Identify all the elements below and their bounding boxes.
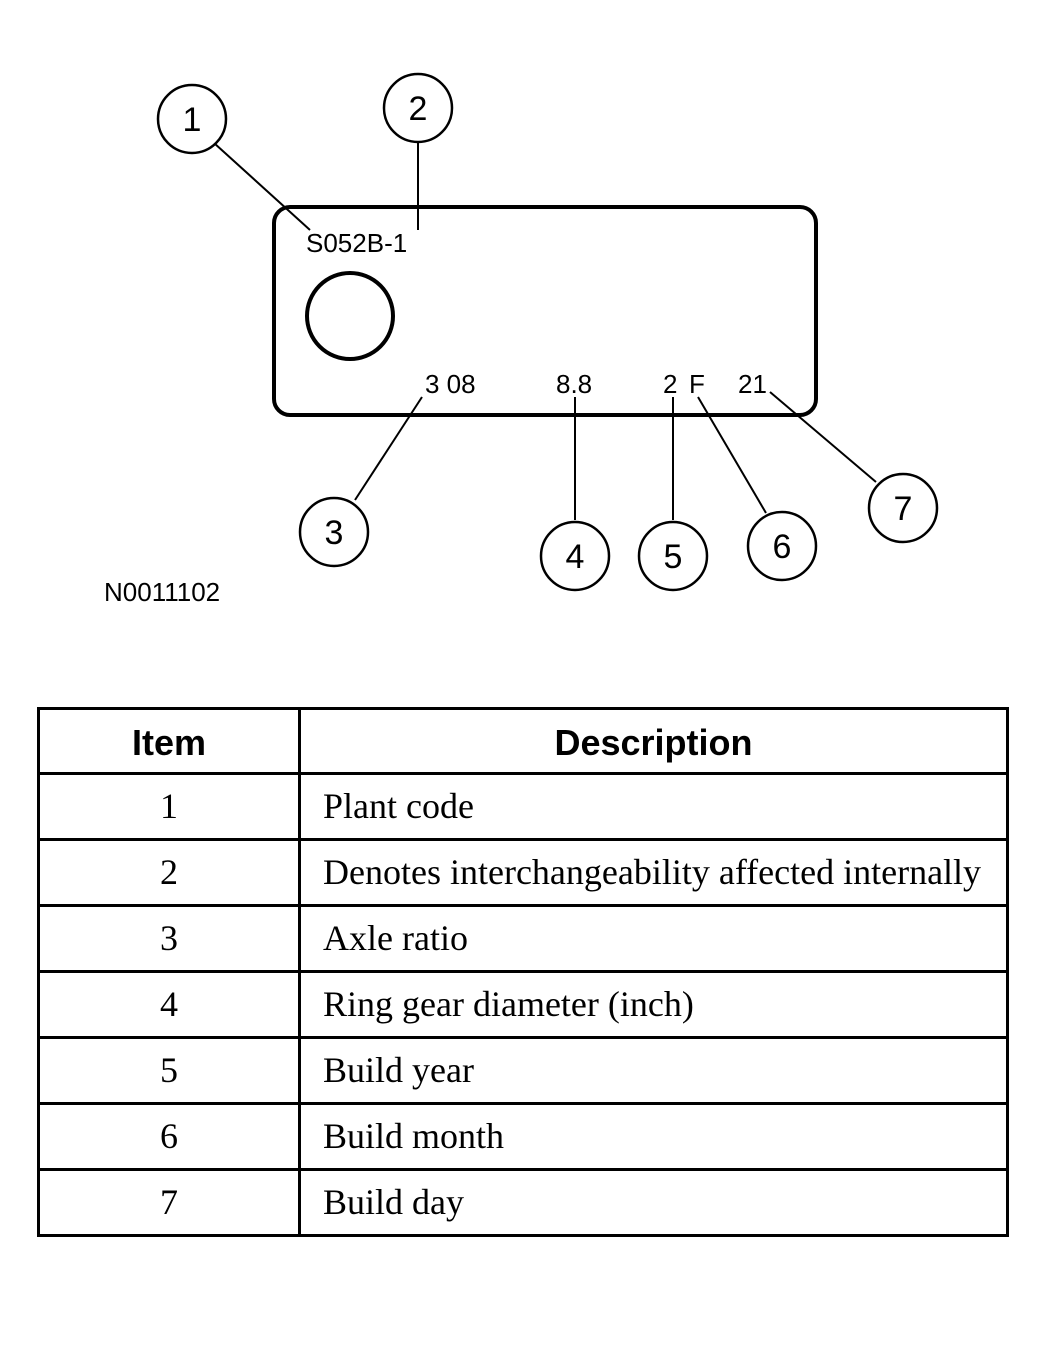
item-description: Build day bbox=[298, 1168, 1009, 1237]
tag-ratio-text: 3 08 bbox=[425, 369, 476, 399]
header-item: Item bbox=[37, 707, 301, 775]
table-row: 3 Axle ratio bbox=[37, 904, 1009, 973]
callout-3-label: 3 bbox=[325, 514, 344, 552]
callout-5: 5 bbox=[637, 520, 709, 592]
callout-7: 7 bbox=[867, 472, 939, 544]
callout-2: 2 bbox=[382, 72, 454, 144]
item-description: Build month bbox=[298, 1102, 1009, 1171]
leader-lines bbox=[213, 142, 877, 520]
table-header-row: Item Description bbox=[37, 707, 1009, 775]
table-row: 7 Build day bbox=[37, 1168, 1009, 1237]
tag-mounting-hole bbox=[305, 271, 395, 361]
callout-1-label: 1 bbox=[183, 101, 202, 139]
leader-line-6 bbox=[697, 396, 767, 514]
callout-6-label: 6 bbox=[773, 528, 792, 566]
callout-7-label: 7 bbox=[894, 490, 913, 528]
item-number: 5 bbox=[37, 1036, 301, 1105]
item-number: 3 bbox=[37, 904, 301, 973]
tag-code-text: S052B-1 bbox=[306, 228, 407, 258]
item-description: Ring gear diameter (inch) bbox=[298, 970, 1009, 1039]
tag-year-text: 2 bbox=[663, 369, 677, 399]
leader-line-1 bbox=[213, 142, 311, 231]
tag-month-text: F bbox=[689, 369, 705, 399]
item-number: 7 bbox=[37, 1168, 301, 1237]
table-row: 5 Build year bbox=[37, 1036, 1009, 1105]
tag-day-text: 21 bbox=[738, 369, 767, 399]
axle-tag-diagram: S052B-1 3 08 8.8 2 F 21 1 2 3 4 5 6 7 bbox=[104, 72, 939, 607]
item-description: Plant code bbox=[298, 772, 1009, 841]
callout-4-label: 4 bbox=[566, 538, 585, 576]
leader-line-7 bbox=[769, 391, 877, 483]
header-description: Description bbox=[298, 707, 1009, 775]
item-number: 2 bbox=[37, 838, 301, 907]
figure-id: N0011102 bbox=[104, 577, 220, 607]
callout-4: 4 bbox=[539, 520, 611, 592]
item-number: 6 bbox=[37, 1102, 301, 1171]
table-row: 2 Denotes interchangeability affected in… bbox=[37, 838, 1009, 907]
tag-plate bbox=[272, 205, 818, 417]
table-row: 1 Plant code bbox=[37, 772, 1009, 841]
item-description: Axle ratio bbox=[298, 904, 1009, 973]
item-number: 1 bbox=[37, 772, 301, 841]
callout-6: 6 bbox=[746, 510, 818, 582]
table-row: 6 Build month bbox=[37, 1102, 1009, 1171]
tag-ring-gear-text: 8.8 bbox=[556, 369, 592, 399]
callout-1: 1 bbox=[156, 83, 228, 155]
callout-3: 3 bbox=[298, 496, 370, 568]
item-number: 4 bbox=[37, 970, 301, 1039]
table-row: 4 Ring gear diameter (inch) bbox=[37, 970, 1009, 1039]
callout-5-label: 5 bbox=[664, 538, 683, 576]
legend-table: Item Description 1 Plant code 2 Denotes … bbox=[37, 707, 1009, 1237]
item-description: Denotes interchangeability affected inte… bbox=[298, 838, 1009, 907]
item-description: Build year bbox=[298, 1036, 1009, 1105]
leader-line-3 bbox=[354, 396, 423, 501]
callout-2-label: 2 bbox=[409, 90, 428, 128]
